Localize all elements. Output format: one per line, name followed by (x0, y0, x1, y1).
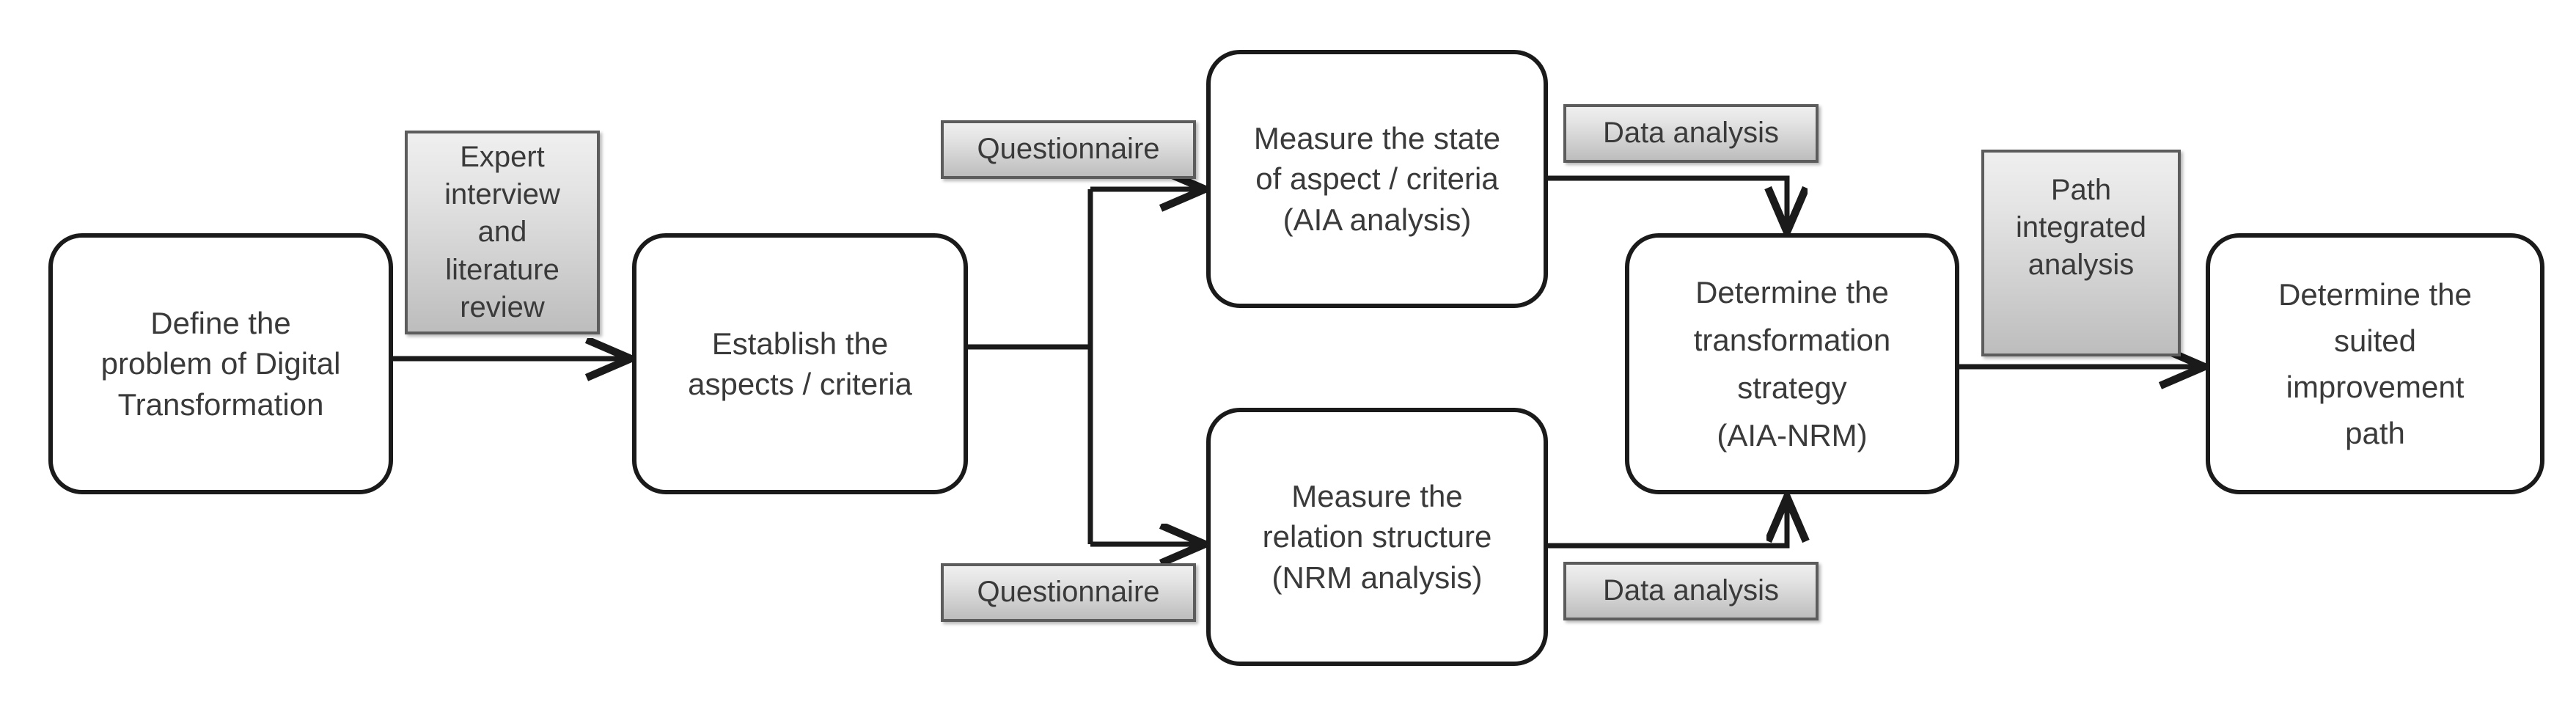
node-measure-state-aia-label: Measure the state of aspect / criteria (… (1253, 120, 1501, 237)
label-data-analysis-bottom[interactable]: Data analysis (1563, 562, 1819, 620)
label-path-integrated-analysis[interactable]: Path integrated analysis (1981, 150, 2181, 356)
label-data-analysis-bottom-text: Data analysis (1602, 574, 1780, 607)
node-establish-aspects-label: Establish the aspects / criteria (688, 326, 912, 401)
label-data-analysis-top-text: Data analysis (1602, 117, 1780, 150)
label-questionnaire-top[interactable]: Questionnaire (941, 120, 1196, 179)
node-measure-relation-nrm[interactable]: Measure the relation structure (NRM anal… (1206, 408, 1548, 666)
edge-nrm-to-strategy (1548, 500, 1787, 549)
node-determine-path[interactable]: Determine the suited improvement path (2206, 233, 2544, 494)
node-determine-path-label: Determine the suited improvement path (2278, 277, 2472, 450)
node-determine-strategy[interactable]: Determine the transformation strategy (A… (1625, 233, 1959, 494)
label-data-analysis-top[interactable]: Data analysis (1563, 104, 1819, 163)
label-questionnaire-top-text: Questionnaire (977, 133, 1160, 166)
label-path-integrated-analysis-text: Path integrated analysis (2016, 174, 2146, 282)
label-expert-interview-literature-review-text: Expert interview and literature review (444, 141, 560, 323)
node-define-problem-label: Define the problem of Digital Transforma… (100, 305, 341, 422)
edge-aia-to-strategy (1548, 175, 1787, 229)
node-measure-state-aia[interactable]: Measure the state of aspect / criteria (… (1206, 50, 1548, 308)
label-expert-interview-literature-review[interactable]: Expert interview and literature review (405, 131, 600, 334)
node-determine-strategy-label: Determine the transformation strategy (A… (1693, 274, 1891, 453)
node-measure-relation-nrm-label: Measure the relation structure (NRM anal… (1262, 478, 1492, 595)
label-questionnaire-bottom[interactable]: Questionnaire (941, 563, 1196, 622)
label-questionnaire-bottom-text: Questionnaire (977, 576, 1160, 609)
node-define-problem[interactable]: Define the problem of Digital Transforma… (48, 233, 393, 494)
node-establish-aspects[interactable]: Establish the aspects / criteria (632, 233, 968, 494)
